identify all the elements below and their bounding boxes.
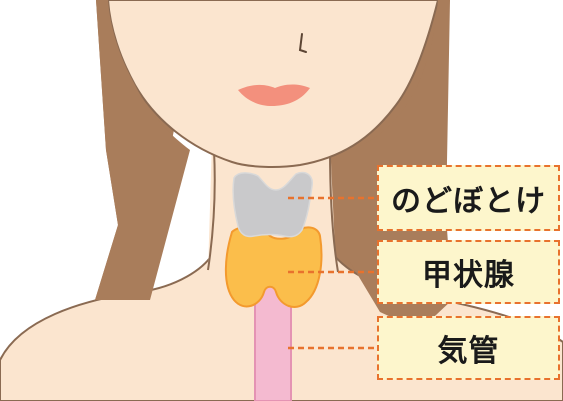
neck-outline-left xyxy=(207,149,216,271)
neck-outline-right xyxy=(329,149,339,273)
face xyxy=(106,0,440,168)
adams-apple xyxy=(232,171,313,238)
nose xyxy=(298,33,307,53)
label-trachea: 気管 xyxy=(377,316,560,380)
label-thyroid: 甲状腺 xyxy=(377,240,560,304)
thyroid xyxy=(224,226,323,308)
label-adams-apple: のどぼとけ xyxy=(377,165,560,231)
hair-left xyxy=(95,0,190,300)
lips xyxy=(238,84,310,106)
